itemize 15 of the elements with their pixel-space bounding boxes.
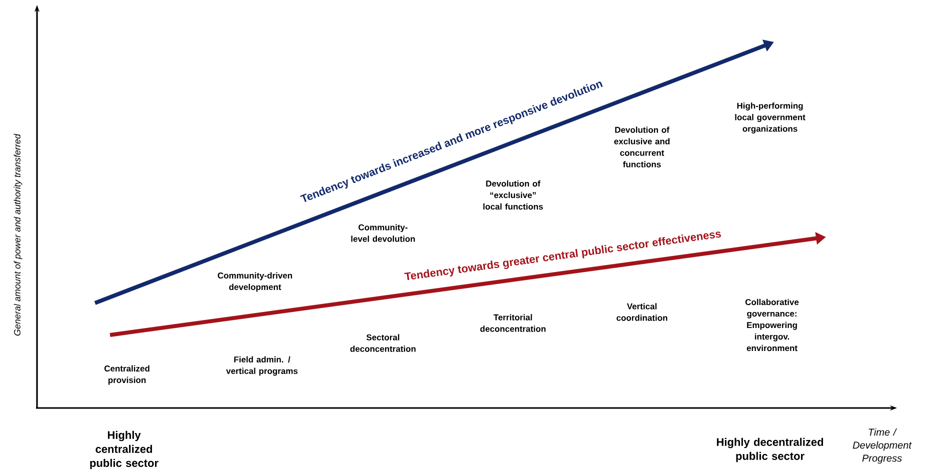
stage-text: Centralized provision	[104, 365, 150, 385]
stage-text: Community-level devolution	[351, 224, 415, 242]
stage-text: High-performing local government organizations	[735, 102, 806, 134]
stage-text: Collaborative governance: Empowering intergov. environment	[745, 298, 799, 352]
stage-text: Devolution of exclusive and concurrent functions	[614, 126, 670, 168]
axis-title: General amount of power and authority transferred	[14, 134, 22, 336]
stage-text: Vertical coordination	[616, 303, 668, 321]
axis-title: Time / Development Progress	[852, 428, 912, 464]
stage-text: Field admin. / vertical programs	[226, 356, 298, 376]
axis-end-label: Highly centralized public sector	[90, 430, 158, 470]
stage-text: Community-driven development	[218, 272, 292, 292]
stage-text: Sectoral deconcentration	[350, 334, 416, 352]
axis-end-label: Highly decentralized public sector	[716, 438, 824, 462]
stage-text: Territorial deconcentration	[480, 314, 546, 332]
stage-text: Devolution of “exclusive” local functions	[483, 180, 543, 210]
